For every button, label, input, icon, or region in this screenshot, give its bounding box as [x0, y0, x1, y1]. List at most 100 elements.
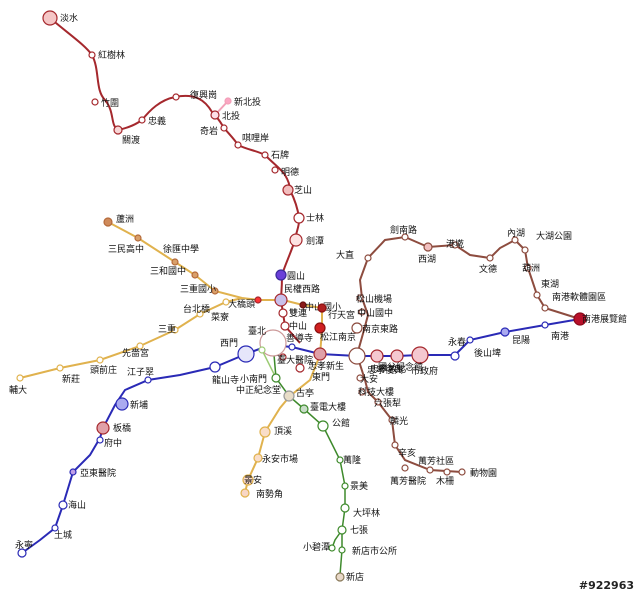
station-marker[interactable] [240, 488, 250, 498]
station-marker[interactable] [391, 441, 399, 449]
station-zhongshan[interactable]: 中山 [280, 320, 307, 332]
station-zoo[interactable]: 動物園 [458, 467, 497, 479]
station-marker[interactable] [209, 361, 221, 373]
station-marker[interactable] [17, 548, 27, 558]
station-zhongxiao-xinsheng[interactable]: 忠孝新生 [308, 347, 344, 372]
station-marker[interactable] [234, 141, 242, 149]
station-touqianzhuang[interactable]: 頭前庄 [90, 356, 117, 376]
station-xiaonanmen[interactable]: 小南門 [240, 346, 267, 385]
station-marker[interactable] [282, 184, 294, 196]
station-marker[interactable] [317, 303, 327, 313]
station-zhongxiao-dunhua[interactable]: 忠孝敦化 [370, 349, 406, 375]
station-marker[interactable] [274, 293, 288, 307]
station-sanchong-elem[interactable]: 三重國小 [180, 283, 219, 295]
station-xujue[interactable]: 徐匯中學 [163, 243, 199, 266]
station-nangang-exhibition[interactable]: 南港展覽館 [573, 312, 627, 326]
station-gongguan[interactable]: 公館 [317, 417, 350, 432]
station-daan[interactable]: 大安 [356, 373, 378, 385]
station-marker[interactable] [573, 312, 587, 326]
station-marker[interactable] [224, 97, 232, 105]
station-marker[interactable] [356, 294, 364, 302]
station-shandao[interactable]: 善導寺 [286, 332, 313, 351]
station-marker[interactable] [259, 329, 287, 357]
station-marker[interactable] [96, 356, 104, 364]
station-marker[interactable] [466, 336, 474, 344]
station-qiyan[interactable]: 奇岩 [200, 124, 228, 137]
station-nanjing-e[interactable]: 南京東路 [351, 322, 398, 335]
station-marker[interactable] [314, 322, 326, 334]
station-taipei-bridge[interactable]: 台北橋 [183, 298, 230, 315]
station-jiangzicui[interactable]: 江子翠 [127, 367, 154, 384]
station-marker[interactable] [541, 304, 549, 312]
station-yongchun[interactable]: 永春 [448, 336, 466, 361]
station-marker[interactable] [390, 349, 404, 363]
station-marker[interactable] [356, 374, 364, 382]
station-marker[interactable] [138, 116, 146, 124]
station-marker[interactable] [411, 346, 429, 364]
station-dapinglin[interactable]: 大坪林 [340, 503, 380, 519]
station-guting[interactable]: 古亭 [283, 387, 314, 402]
station-taipower[interactable]: 臺電大樓 [299, 401, 346, 414]
station-marker[interactable] [91, 98, 99, 106]
station-shilin[interactable]: 士林 [293, 212, 324, 224]
station-xindian[interactable]: 新店 [335, 571, 364, 583]
station-marker[interactable] [443, 468, 451, 476]
station-marker[interactable] [220, 124, 228, 132]
station-marker[interactable] [222, 298, 230, 306]
station-cks-memorial[interactable]: 中正紀念堂 [236, 373, 281, 396]
station-xianse[interactable]: 先嗇宮 [122, 342, 149, 359]
station-songshan-airport[interactable]: 松山機場 [356, 293, 392, 305]
station-marker[interactable] [335, 572, 345, 582]
station-marker[interactable] [338, 546, 346, 554]
station-marker[interactable] [136, 342, 144, 350]
station-marker[interactable] [351, 322, 363, 334]
station-songjiang[interactable]: 松江南京 [314, 322, 356, 343]
station-marker[interactable] [280, 321, 290, 331]
station-marker[interactable] [317, 420, 329, 432]
station-qizhang[interactable]: 七張 [337, 525, 368, 536]
station-marker[interactable] [341, 482, 349, 490]
station-sun-yatsen[interactable]: 國父紀念館 [378, 349, 423, 373]
station-donghu[interactable]: 東湖 [533, 278, 559, 299]
station-kunyang[interactable]: 昆陽 [500, 327, 530, 346]
station-marker[interactable] [299, 404, 309, 414]
station-marker[interactable] [172, 93, 180, 101]
station-marker[interactable] [171, 258, 179, 266]
station-marker[interactable] [58, 500, 68, 510]
station-taipei-main[interactable]: 臺北 [248, 325, 287, 357]
station-fuxinggang[interactable]: 復興崗 [172, 89, 217, 101]
station-marker[interactable] [374, 398, 382, 406]
station-shuanglian[interactable]: 雙連 [278, 307, 307, 319]
station-city-hall[interactable]: 市政府 [411, 346, 438, 377]
station-marker[interactable] [96, 436, 104, 444]
station-ntu-hospital[interactable]: 臺大醫院 [277, 353, 313, 366]
station-marker[interactable] [113, 125, 123, 135]
station-xindian-office[interactable]: 新店市公所 [338, 545, 397, 557]
station-wanlong[interactable]: 萬隆 [336, 454, 361, 466]
station-dongmen[interactable]: 東門 [295, 363, 330, 383]
station-longshan[interactable]: 龍山寺 [209, 361, 239, 386]
station-marker[interactable] [259, 426, 271, 438]
station-marker[interactable] [115, 397, 129, 411]
station-marker[interactable] [328, 544, 336, 552]
station-marker[interactable] [134, 234, 142, 242]
station-marker[interactable] [500, 327, 510, 337]
station-fuzhong[interactable]: 府中 [96, 436, 122, 449]
station-marker[interactable] [348, 347, 366, 365]
station-marker[interactable] [340, 503, 350, 513]
station-zhongxiao-fuxing[interactable]: 忠孝復興 [348, 347, 403, 376]
station-marker[interactable] [388, 416, 396, 424]
station-xiaobitan[interactable]: 小碧潭 [303, 541, 336, 553]
station-marker[interactable] [541, 321, 549, 329]
station-dazhi[interactable]: 大直 [336, 249, 372, 262]
station-luzhou[interactable]: 蘆洲 [103, 213, 134, 227]
station-marker[interactable] [191, 271, 199, 279]
station-huzhou[interactable]: 葫洲 [522, 262, 540, 274]
station-marker[interactable] [88, 51, 96, 59]
station-marker[interactable] [103, 217, 113, 227]
station-marker[interactable] [299, 301, 307, 309]
station-liuzhangli[interactable]: 六張犁 [374, 397, 401, 409]
station-technology[interactable]: 科技大樓 [358, 386, 394, 398]
station-yuanshan[interactable]: 圓山 [275, 269, 305, 282]
station-marker[interactable] [271, 373, 281, 383]
